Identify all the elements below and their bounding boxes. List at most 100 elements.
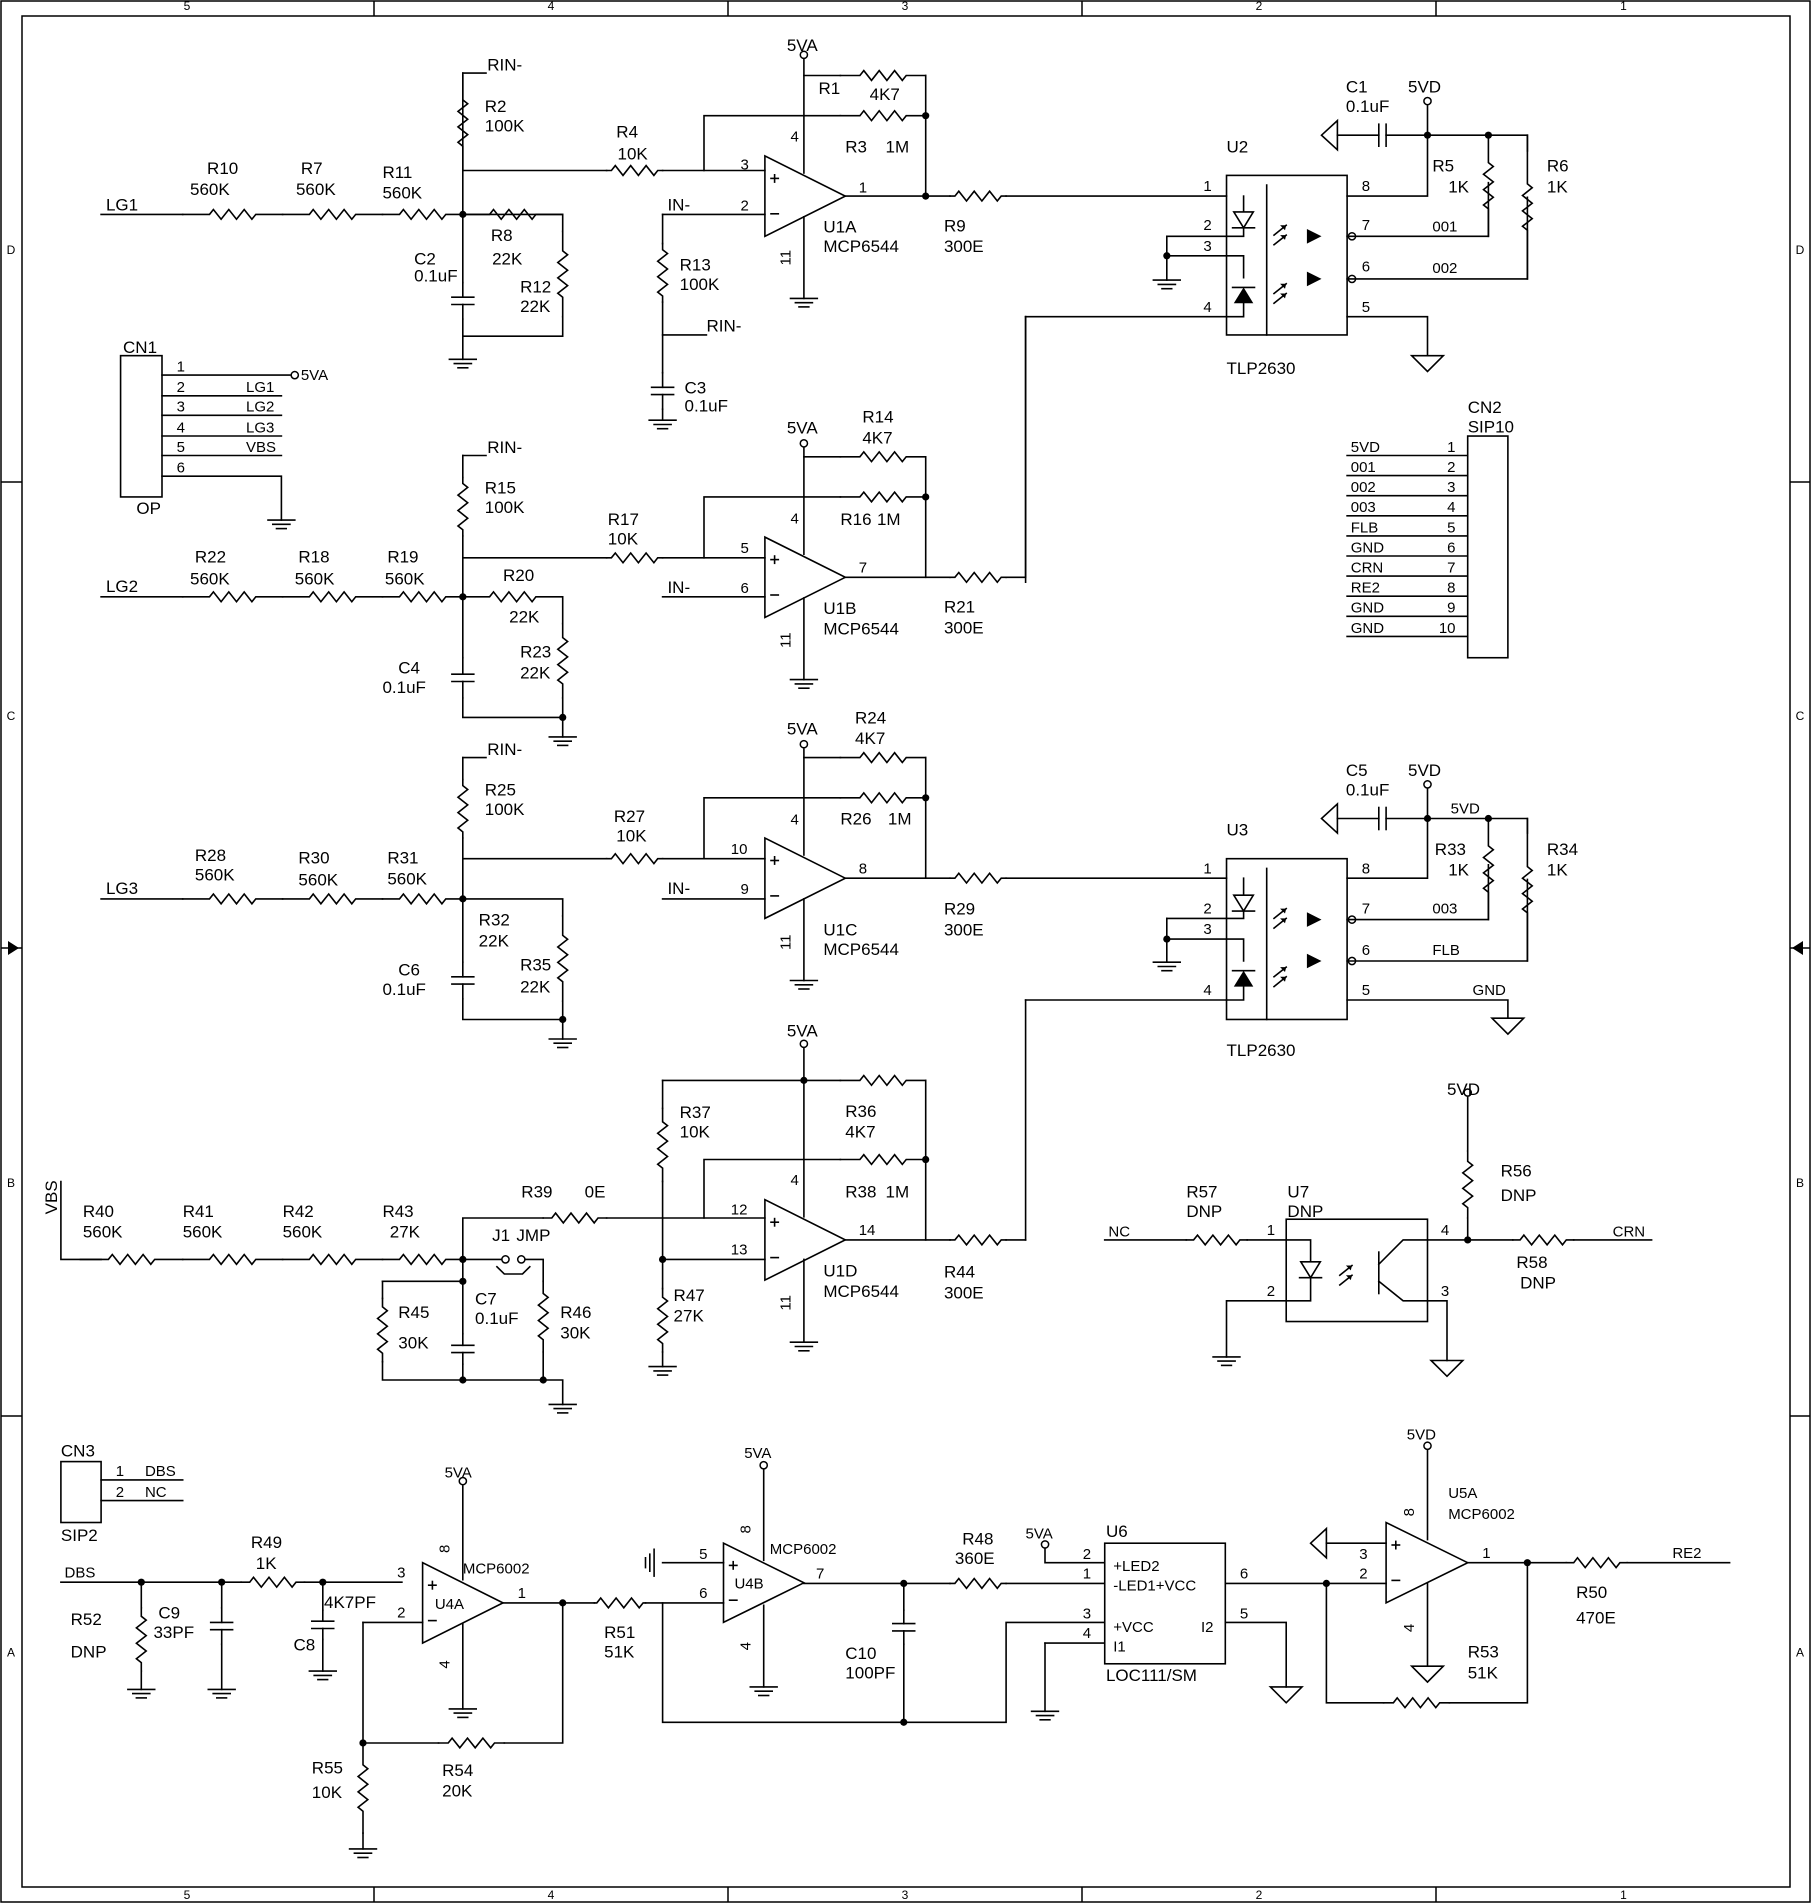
junction-dot [922, 192, 930, 200]
label: R10 [207, 159, 238, 178]
label: R21 [944, 598, 975, 617]
ground-icon [1152, 961, 1181, 972]
label: C4 [398, 659, 420, 678]
junction-dot [1163, 252, 1171, 260]
wire [461, 315, 564, 338]
label: R30 [298, 849, 329, 868]
label: 3 [741, 156, 749, 173]
label: C6 [398, 961, 420, 980]
label: LG3 [106, 879, 138, 898]
c3-capacitor [650, 371, 675, 411]
label: TLP2630 [1227, 359, 1296, 378]
center-arrow-icon [8, 941, 19, 955]
cn1-connector-body [119, 354, 163, 498]
label: 4 [1083, 1625, 1091, 1642]
label: C5 [1346, 761, 1368, 780]
u2-led-icon [1233, 287, 1254, 304]
column-marker: 3 [902, 1888, 909, 1902]
label: R48 [962, 1529, 993, 1548]
label: 10K [312, 1783, 343, 1802]
wire [703, 1158, 842, 1219]
label: 6 [699, 1585, 707, 1602]
label: 22K [492, 249, 523, 268]
label: 5VA [787, 719, 819, 738]
label: 8 [737, 1525, 754, 1533]
ground-icon [1030, 1710, 1060, 1721]
label: OP [136, 499, 161, 518]
label: R8 [491, 226, 513, 245]
label: R50 [1576, 1583, 1607, 1602]
c6-capacitor [451, 961, 475, 1000]
column-marker: 1 [1620, 1888, 1627, 1902]
label: R55 [312, 1758, 343, 1777]
label: 560K [183, 1222, 223, 1241]
label: 001 [1432, 218, 1457, 235]
label: I1 [1113, 1639, 1126, 1656]
label: R6 [1547, 157, 1569, 176]
label: 8 [1401, 1508, 1418, 1516]
label: 20K [442, 1782, 473, 1801]
label: SIP2 [61, 1526, 98, 1545]
label: 5VA [787, 1022, 819, 1041]
label: DBS [145, 1463, 176, 1480]
label: 470E [1576, 1609, 1616, 1628]
label: 1 [1203, 178, 1211, 195]
r54-resistor [437, 1736, 506, 1750]
label: 10K [608, 529, 639, 548]
label: 5VD [1408, 761, 1441, 780]
ground-icon [1212, 1356, 1241, 1367]
label: R35 [520, 956, 551, 975]
label: 22K [479, 931, 510, 950]
label: GND [1351, 539, 1385, 556]
label: C2 [414, 249, 436, 268]
label: R27 [614, 807, 645, 826]
label: R29 [944, 900, 975, 919]
label: RIN- [487, 438, 522, 457]
wire [1448, 1561, 1529, 1704]
r44-resistor [949, 1233, 1007, 1247]
label: U1B [823, 599, 856, 618]
wire [1246, 1239, 1312, 1263]
label: JMP [516, 1226, 550, 1245]
label: 0.1uF [685, 397, 728, 416]
label: I2 [1201, 1619, 1214, 1636]
label: RIN- [706, 316, 741, 335]
label: 7 [1362, 217, 1370, 234]
label: 2 [741, 198, 749, 215]
ground-icon [127, 1688, 156, 1699]
label: R17 [608, 510, 639, 529]
r39-resistor [542, 1211, 608, 1225]
terminal-circle [516, 1255, 526, 1264]
ground-icon [789, 979, 819, 990]
label: R46 [560, 1303, 591, 1322]
label: 1K [1448, 177, 1469, 196]
label: GND [1351, 620, 1385, 637]
digital-ground-icon [1309, 1526, 1328, 1560]
label: 4 [1401, 1624, 1418, 1632]
label: 4 [790, 812, 798, 829]
terminal-circle [1423, 1441, 1432, 1451]
label: 001 [1351, 459, 1376, 476]
r42-resistor [281, 1253, 384, 1266]
label: 0.1uF [382, 678, 425, 697]
c2-capacitor [451, 281, 475, 320]
ground-icon [448, 358, 478, 369]
label: R54 [442, 1761, 473, 1780]
label: R49 [251, 1533, 282, 1552]
label: R44 [944, 1263, 975, 1282]
digital-ground-icon [1429, 1359, 1465, 1378]
u2-buffer-icon [1306, 271, 1322, 287]
label: 1K [1547, 861, 1568, 880]
label: 3 [177, 399, 185, 416]
label: 10K [618, 145, 649, 164]
label: 003 [1432, 901, 1457, 918]
ground-icon [789, 678, 819, 690]
label: CN3 [61, 1442, 95, 1461]
r28-resistor [181, 892, 284, 906]
label: 3 [397, 1564, 405, 1581]
ground-icon [548, 736, 577, 747]
row-marker: A [1796, 1646, 1804, 1660]
r37-resistor [656, 1107, 669, 1183]
